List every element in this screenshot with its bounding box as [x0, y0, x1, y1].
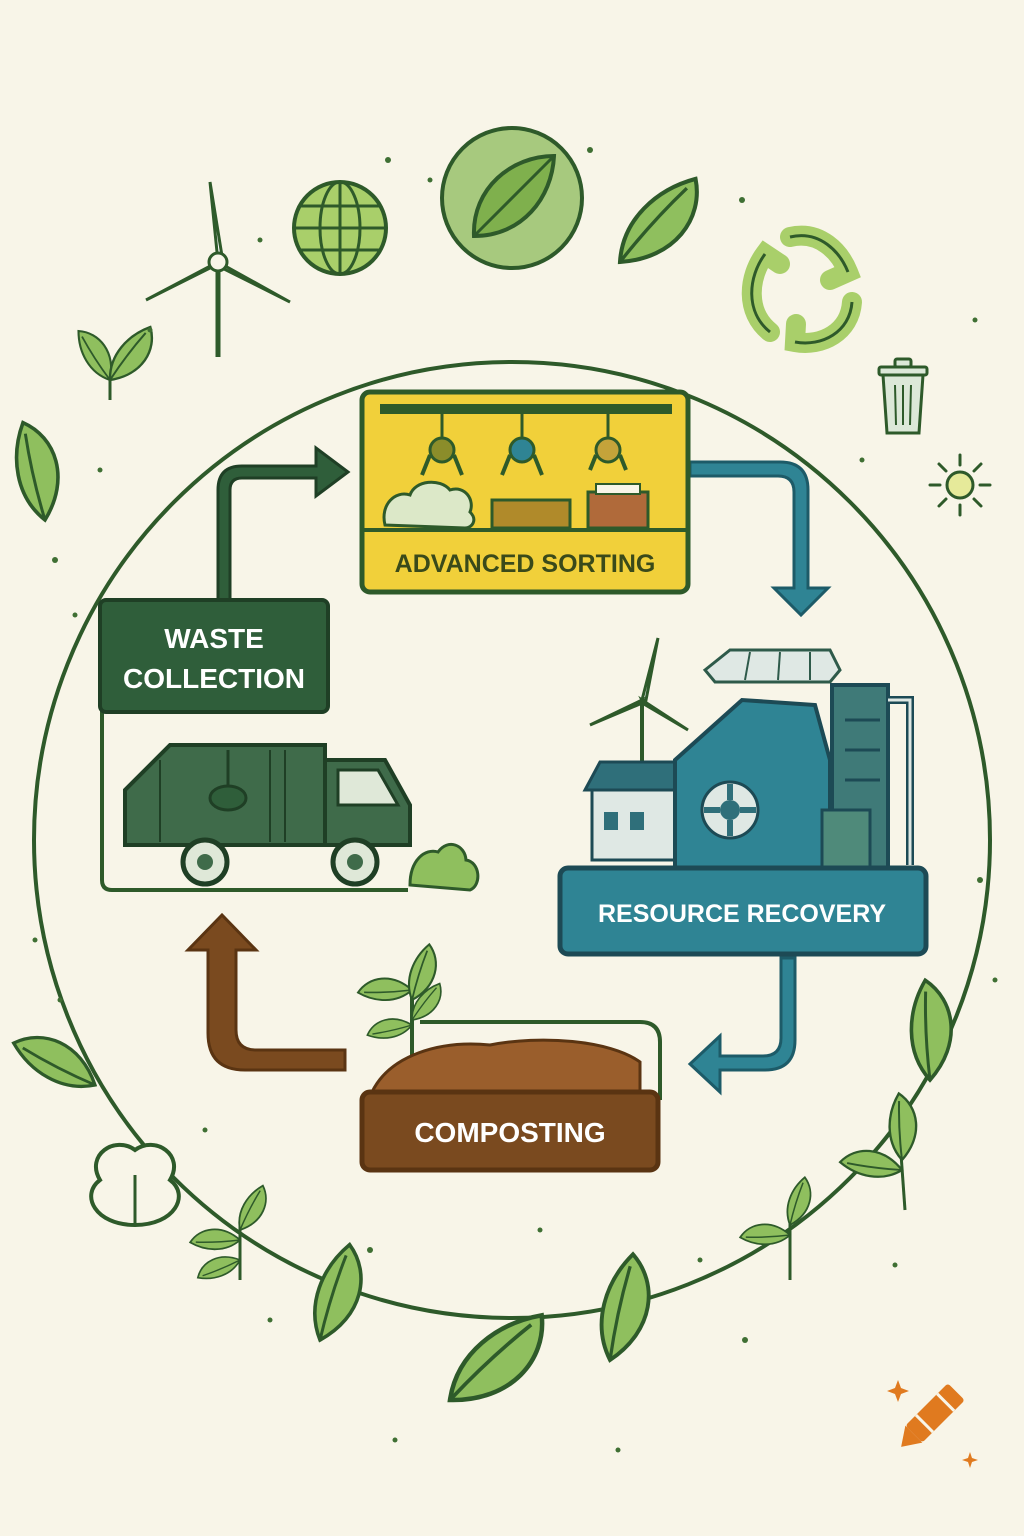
garbage-truck-icon	[123, 743, 480, 892]
sparkle-icon	[887, 1380, 978, 1468]
flow-arrow-collection-to-sorting	[216, 445, 351, 612]
globe-icon	[292, 180, 388, 276]
crayon-logo-icon	[901, 1384, 964, 1447]
wind-turbine-icon	[145, 181, 291, 357]
stage-resource-recovery: RESOURCE RECOVERY	[557, 637, 929, 957]
composting-box	[359, 1089, 661, 1173]
stage-waste-collection: WASTE COLLECTION	[98, 598, 480, 892]
sprout-icon	[838, 1092, 933, 1211]
leaf-icon	[438, 1315, 554, 1402]
cycle-ring	[32, 360, 992, 1320]
stage-advanced-sorting: ADVANCED SORTING	[359, 389, 691, 595]
leaf-icon	[881, 978, 976, 1083]
resource-recovery-box	[557, 865, 929, 957]
flow-arrow-sorting-to-recovery	[688, 460, 832, 618]
sorting-machine-icon	[380, 404, 672, 530]
sun-icon	[928, 453, 992, 517]
leaf-icon	[0, 420, 78, 523]
sprout-icon	[189, 1184, 278, 1286]
waste-collection-label-line1: WASTE	[164, 623, 264, 654]
recycle-icon	[741, 225, 862, 353]
stage-composting: COMPOSTING	[356, 943, 662, 1173]
waste-collection-box	[98, 598, 330, 714]
leaf-icon	[283, 1242, 388, 1344]
recovery-plant-icon	[582, 637, 914, 872]
advanced-sorting-label: ADVANCED SORTING	[395, 550, 656, 578]
flow-arrow-composting-to-collection	[184, 912, 347, 1072]
flow-arrow-recovery-to-composting	[687, 956, 797, 1096]
leaf-badge-icon	[440, 126, 584, 270]
waste-collection-label-line2: COLLECTION	[123, 663, 305, 694]
compost-pile-icon	[356, 943, 642, 1097]
leaf-icon	[11, 1015, 99, 1112]
leaf-icon	[604, 179, 712, 264]
sprout-icon	[739, 1176, 824, 1280]
shrub-icon	[89, 1142, 181, 1228]
composting-label: COMPOSTING	[414, 1117, 605, 1148]
trash-bin-icon	[877, 357, 929, 435]
resource-recovery-label: RESOURCE RECOVERY	[598, 900, 886, 928]
sprout-icon	[77, 325, 165, 400]
speckle-dots	[32, 147, 998, 1453]
leaf-icon	[566, 1252, 678, 1364]
